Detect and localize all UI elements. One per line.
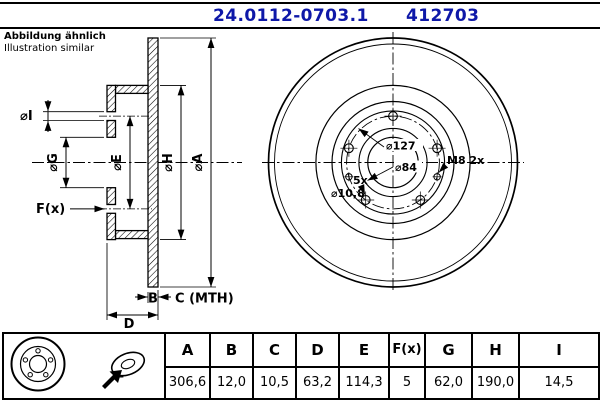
label-dia-h: ⌀H [161,153,176,172]
table-pictograms [10,336,146,392]
col-header-d: D [295,332,340,368]
part-number: 24.0112-0703.1 [213,6,369,26]
col-value-e: 114,3 [338,365,390,400]
col-header-f: F(x) [388,332,426,368]
col-header-a: A [164,332,211,368]
col-value-f: 5 [388,365,426,400]
label-dia-e: ⌀E [110,154,125,171]
label-d: D [124,317,135,332]
col-value-h: 190,0 [471,365,520,400]
note-abbildung: Abbildung ähnlich [4,31,106,42]
brake-disc-pictogram-icon [102,351,146,389]
label-f: F(x) [36,202,65,217]
col-header-g: G [424,332,473,368]
label-dia-i: ⌀I [20,109,33,124]
label-thread-m8: M8 2x [447,154,484,167]
header-bottom-rule [0,27,600,29]
col-header-h: H [471,332,520,368]
col-value-d: 63,2 [295,365,340,400]
label-c-mth: C (MTH) [175,292,234,307]
col-value-g: 62,0 [424,365,473,400]
label-dia-84: ⌀84 [395,161,417,174]
header-top-rule [0,2,600,4]
section-view: ⌀I ⌀G ⌀E ⌀H ⌀A F(x) B C (MTH) D [20,37,242,332]
label-pcd-127: ⌀127 [386,140,416,153]
label-hole-count: 5x [353,174,368,187]
col-header-c: C [252,332,297,368]
article-number: 412703 [406,6,480,26]
col-header-e: E [338,332,390,368]
label-dia-g: ⌀G [46,153,61,172]
col-header-b: B [209,332,254,368]
front-view: ⌀127 ⌀84 M8 2x 5x ⌀10,8 [262,32,524,293]
col-value-i: 14,5 [518,365,600,400]
brake-disc-front-icon [10,336,66,392]
label-dia-a: ⌀A [191,154,206,172]
col-value-c: 10,5 [252,365,297,400]
pictogram-cell [2,332,166,400]
col-header-i: I [518,332,600,368]
note-illustration: Illustration similar [4,43,95,54]
label-b: B [148,292,158,307]
col-value-a: 306,6 [164,365,211,400]
col-value-b: 12,0 [209,365,254,400]
label-hole-dia: ⌀10,8 [331,187,365,200]
dimension-table: A B C D E F(x) G H I 306,6 12,0 10,5 63,… [2,332,600,400]
